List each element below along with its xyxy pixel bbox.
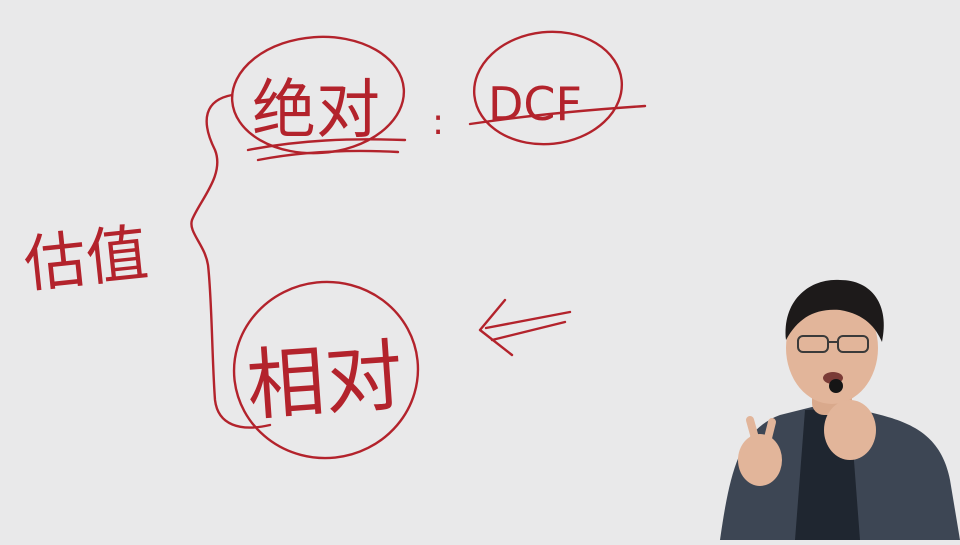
bottom-term: 相对	[244, 331, 406, 432]
presenter-figure	[700, 270, 960, 540]
presenter-left-hand	[738, 434, 782, 486]
microphone-icon	[829, 379, 843, 393]
arrow-head	[480, 300, 512, 355]
presenter-video	[700, 270, 960, 540]
top-method: DCF	[488, 77, 582, 131]
top-term: 绝对	[252, 74, 380, 148]
separator: :	[432, 102, 444, 143]
arrow-shaft-top	[486, 312, 570, 328]
presenter-right-hand	[824, 400, 876, 460]
left-word: 估值	[21, 216, 152, 302]
